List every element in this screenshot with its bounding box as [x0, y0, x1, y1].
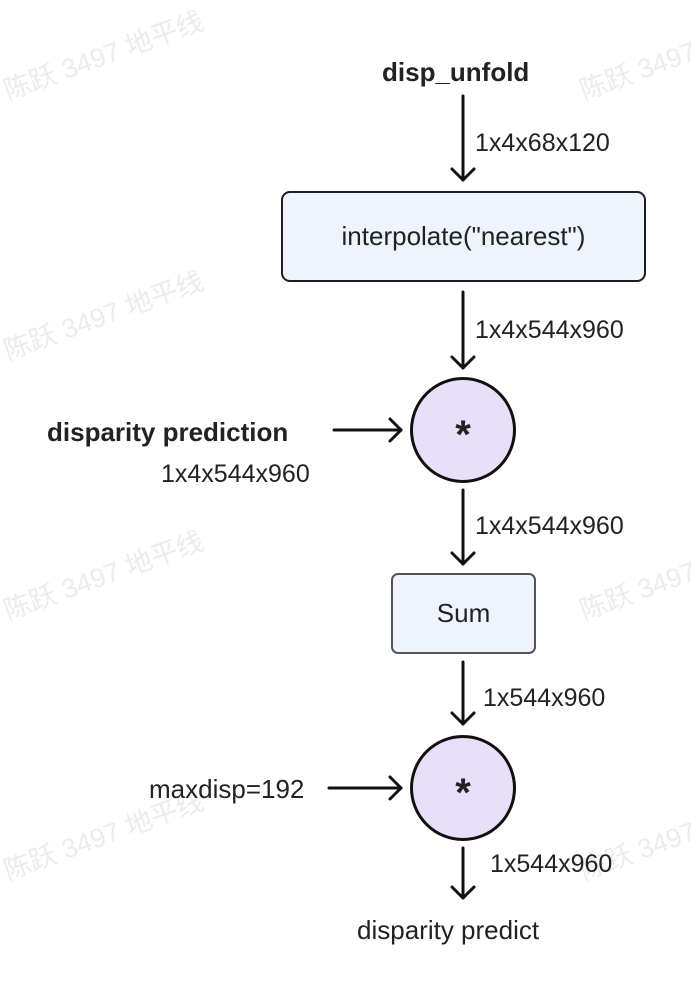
arrow-disparity-to-multiply [332, 417, 403, 443]
interpolate-node: interpolate("nearest") [281, 191, 646, 282]
arrow-sum-to-multiply [450, 660, 476, 726]
arrow-maxdisp-to-multiply [327, 775, 403, 801]
multiply-node: * [410, 735, 516, 841]
output-node-label: disparity predict [357, 915, 540, 945]
arrow-interpolate-to-multiply [450, 290, 476, 370]
disparity-prediction-shape: 1x4x544x960 [161, 460, 310, 488]
maxdisp-label: maxdisp=192 [149, 774, 305, 804]
arrow-input-to-interpolate [450, 94, 476, 182]
multiply-symbol: * [455, 412, 471, 457]
edge-shape-label: 1x4x544x960 [475, 512, 624, 540]
edge-shape-label: 1x544x960 [490, 850, 613, 878]
edge-shape-label: 1x4x68x120 [475, 129, 610, 157]
multiply-symbol: * [455, 770, 471, 815]
edge-shape-label: 1x544x960 [483, 684, 606, 712]
sum-node-label: Sum [436, 598, 491, 628]
edge-shape-label: 1x4x544x960 [475, 316, 624, 344]
interpolate-node-label: interpolate("nearest") [341, 221, 586, 251]
arrow-multiply-to-sum [450, 488, 476, 566]
input-node-label: disp_unfold [382, 57, 530, 87]
sum-node: Sum [391, 573, 536, 654]
multiply-node: * [410, 377, 516, 483]
arrow-multiply-to-output [450, 846, 476, 900]
disparity-prediction-label: disparity prediction [47, 417, 289, 447]
